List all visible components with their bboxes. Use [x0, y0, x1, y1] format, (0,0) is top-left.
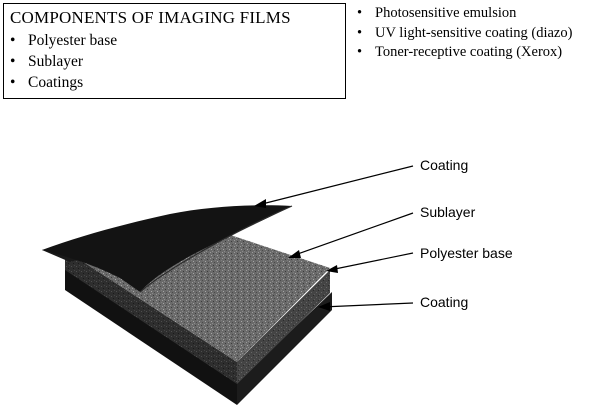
coating-type-label: Photosensitive emulsion	[375, 5, 517, 21]
callout-coating-bottom: Coating	[420, 294, 468, 310]
arrow-line-coating-top	[257, 165, 414, 206]
coating-types-list: • Photosensitive emulsion • UV light-sensi…	[357, 4, 572, 63]
base-front-face	[65, 250, 237, 384]
arrow-line-polyester-base	[329, 252, 414, 271]
bullet-icon: •	[357, 24, 363, 41]
component-label: Coatings	[28, 74, 84, 91]
arrow-line-coating-bottom	[321, 302, 414, 308]
list-item: • Coatings	[10, 72, 339, 93]
coating-type-label: UV light-sensitive coating (diazo)	[375, 24, 573, 41]
coating-curl-edge	[139, 205, 293, 293]
callout-coating-top: Coating	[420, 157, 468, 173]
arrow-head-coating-top	[254, 199, 266, 208]
bullet-icon: •	[357, 5, 363, 21]
arrow-head-coating-bottom	[318, 302, 330, 311]
callout-sublayer: Sublayer	[420, 204, 476, 220]
components-title: COMPONENTS OF IMAGING FILMS	[10, 8, 291, 27]
arrow-line-sublayer	[291, 212, 414, 257]
components-list: • Polyester base • Sublayer • Coatings	[10, 30, 339, 93]
bullet-icon: •	[10, 74, 16, 91]
list-item: • UV light-sensitive coating (diazo)	[357, 24, 572, 44]
callout-polyester-base: Polyester base	[420, 245, 513, 261]
list-item: • Toner-receptive coating (Xerox)	[357, 43, 572, 63]
list-item: • Polyester base	[10, 30, 339, 51]
arrow-head-polyester-base	[326, 265, 338, 273]
list-item: • Photosensitive emulsion	[357, 4, 572, 24]
peeled-coating-sheet	[42, 205, 292, 292]
bottom-coating-front	[65, 268, 237, 405]
arrow-head-sublayer	[288, 250, 301, 258]
bullet-icon: •	[10, 53, 16, 70]
coating-type-label: Toner-receptive coating (Xerox)	[375, 44, 563, 60]
component-label: Polyester base	[28, 32, 118, 49]
base-side-face	[237, 270, 330, 384]
bullet-icon: •	[10, 32, 16, 49]
bullet-icon: •	[357, 44, 363, 60]
bottom-coating-side	[237, 292, 332, 405]
callout-arrows	[254, 165, 414, 311]
list-item: • Sublayer	[10, 51, 339, 72]
components-box: COMPONENTS OF IMAGING FILMS • Polyester b…	[3, 3, 346, 99]
component-label: Sublayer	[28, 53, 84, 70]
